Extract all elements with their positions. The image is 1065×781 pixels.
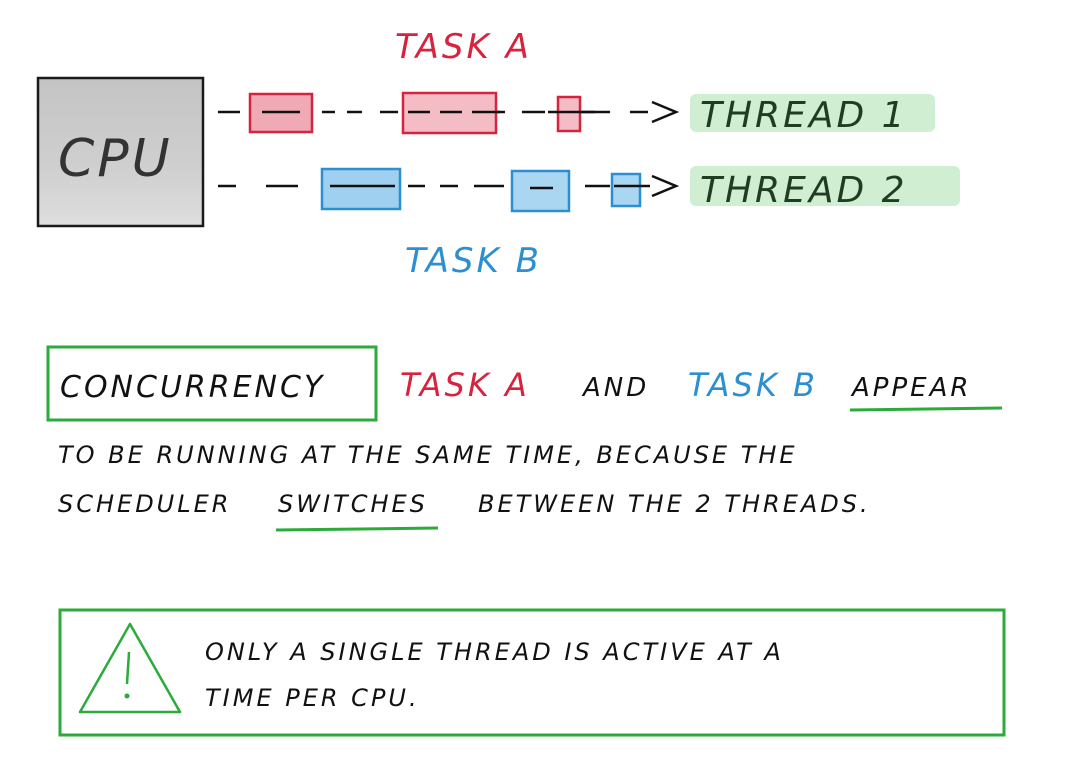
warning-triangle-icon	[78, 622, 182, 714]
task-b-slice-3	[610, 172, 642, 208]
warning-line-2: TIME PER CPU.	[205, 684, 420, 712]
note-line-2: TO BE RUNNING AT THE SAME TIME, BECAUSE …	[58, 441, 798, 469]
note-line-3-part-1: SCHEDULER	[58, 490, 231, 518]
note-switches: SWITCHES	[278, 490, 428, 518]
warning-line-1: ONLY A SINGLE THREAD IS ACTIVE AT A	[205, 638, 784, 666]
concurrency-note: CONCURRENCY TASK A AND TASK B APPEAR TO …	[46, 345, 1003, 532]
task-b-slice-2	[510, 169, 571, 213]
switches-underline	[275, 526, 439, 532]
task-a-label: TASK A	[395, 27, 532, 67]
cpu-label: CPU	[58, 129, 173, 189]
svg-text:THREAD 1: THREAD 1	[700, 95, 908, 136]
note-and: AND	[581, 373, 649, 403]
thread-1-timeline	[218, 91, 680, 135]
note-task-a: TASK A	[400, 366, 530, 404]
concurrency-term-box	[46, 345, 378, 422]
svg-text:THREAD 2: THREAD 2	[700, 170, 908, 211]
concurrency-term: CONCURRENCY	[60, 370, 325, 405]
task-b-label: TASK B	[405, 241, 542, 281]
note-task-b: TASK B	[688, 366, 818, 404]
appear-underline	[849, 406, 1003, 412]
thread-2-timeline	[218, 167, 680, 213]
cpu-box: CPU	[36, 76, 205, 228]
note-line-3-part-2: BETWEEN THE 2 THREADS.	[478, 490, 871, 518]
thread-2-label: THREAD 2	[690, 166, 960, 211]
scheduling-diagram: TASK A CPU	[36, 27, 960, 281]
task-b-slice-1	[320, 167, 402, 211]
note-appear: APPEAR	[850, 373, 971, 403]
thread-1-label: THREAD 1	[690, 94, 935, 136]
task-a-slice-3	[556, 95, 582, 133]
warning-callout: ONLY A SINGLE THREAD IS ACTIVE AT A TIME…	[58, 608, 1006, 737]
